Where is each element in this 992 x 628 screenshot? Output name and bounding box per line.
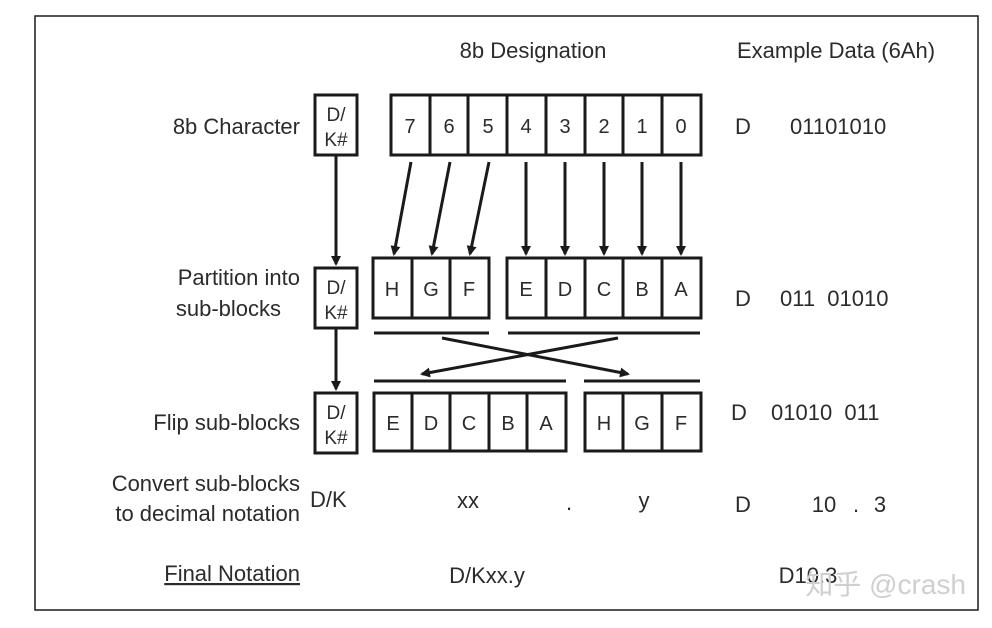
svg-text:B: B bbox=[635, 279, 648, 301]
svg-text:H: H bbox=[385, 279, 399, 301]
example-flip-bits: 01010 011 bbox=[771, 400, 879, 425]
watermark-text: 知乎 @crash bbox=[805, 569, 966, 600]
bit-2: 2 bbox=[598, 116, 609, 138]
bit-3: 3 bbox=[559, 116, 570, 138]
svg-text:F: F bbox=[675, 413, 687, 435]
example-final-value: D10.3 bbox=[779, 563, 838, 588]
bit-cells: 7 6 5 4 3 2 1 0 bbox=[389, 93, 703, 157]
example-flip-d: D bbox=[731, 400, 747, 425]
bit-0: 0 bbox=[675, 116, 686, 138]
svg-text:K#: K# bbox=[324, 303, 348, 324]
svg-text:K#: K# bbox=[324, 130, 348, 151]
dk-box-row2: D/ K# bbox=[313, 266, 359, 330]
designation-header: 8b Designation bbox=[460, 38, 607, 63]
svg-text:A: A bbox=[539, 413, 553, 435]
svg-text:H: H bbox=[597, 413, 611, 435]
convert-y: y bbox=[639, 488, 650, 513]
example-convert-xx: 10 bbox=[812, 492, 836, 517]
row-label-flip: Flip sub-blocks bbox=[153, 410, 300, 435]
dk-box-row1: D/ K# bbox=[313, 93, 359, 157]
svg-text:D/: D/ bbox=[327, 278, 347, 299]
convert-dot: . bbox=[566, 490, 572, 515]
bit-6: 6 bbox=[443, 116, 454, 138]
svg-text:D/: D/ bbox=[327, 403, 347, 424]
row-label-convert-line1: Convert sub-blocks bbox=[112, 471, 300, 496]
bit-to-block-arrows bbox=[390, 161, 686, 256]
row-label-final-notation: Final Notation bbox=[164, 561, 300, 586]
bit-4: 4 bbox=[520, 116, 531, 138]
flip-block-edcba: E D C B A bbox=[372, 391, 568, 453]
svg-text:K#: K# bbox=[324, 428, 348, 449]
bit-7: 7 bbox=[404, 116, 415, 138]
outer-frame bbox=[34, 15, 979, 611]
example-convert-dot: . bbox=[853, 492, 859, 517]
example-partition-bits: 011 01010 bbox=[780, 286, 888, 311]
row-label-convert-line2: to decimal notation bbox=[115, 501, 300, 526]
convert-xx: xx bbox=[457, 488, 479, 513]
svg-text:D/: D/ bbox=[327, 105, 347, 126]
example-char-d: D bbox=[735, 114, 751, 139]
bit-1: 1 bbox=[636, 116, 647, 138]
svg-text:E: E bbox=[386, 413, 399, 435]
svg-text:F: F bbox=[463, 279, 475, 301]
example-header: Example Data (6Ah) bbox=[737, 38, 935, 63]
svg-text:G: G bbox=[634, 413, 650, 435]
flip-block-hgf: H G F bbox=[583, 391, 703, 453]
dk-box-row3: D/ K# bbox=[313, 391, 359, 455]
row-label-partition-line1: Partition into bbox=[178, 265, 300, 290]
svg-text:D: D bbox=[558, 279, 572, 301]
example-convert-y: 3 bbox=[874, 492, 886, 517]
bit-5: 5 bbox=[482, 116, 493, 138]
partition-block-edcba: E D C B A bbox=[505, 256, 703, 320]
partition-block-hgf: H G F bbox=[371, 256, 491, 320]
swap-indicator bbox=[374, 331, 700, 383]
svg-text:E: E bbox=[519, 279, 532, 301]
svg-text:B: B bbox=[501, 413, 514, 435]
convert-dk: D/K bbox=[310, 487, 347, 512]
svg-text:D: D bbox=[424, 413, 438, 435]
svg-text:G: G bbox=[423, 279, 439, 301]
example-convert-d: D bbox=[735, 492, 751, 517]
svg-text:C: C bbox=[462, 413, 476, 435]
final-notation-value: D/Kxx.y bbox=[449, 563, 525, 588]
svg-text:A: A bbox=[674, 279, 688, 301]
example-char-bits: 01101010 bbox=[790, 114, 886, 139]
row-label-8b-character: 8b Character bbox=[173, 114, 300, 139]
row-label-partition-line2: sub-blocks bbox=[176, 296, 281, 321]
svg-text:C: C bbox=[597, 279, 611, 301]
example-partition-d: D bbox=[735, 286, 751, 311]
